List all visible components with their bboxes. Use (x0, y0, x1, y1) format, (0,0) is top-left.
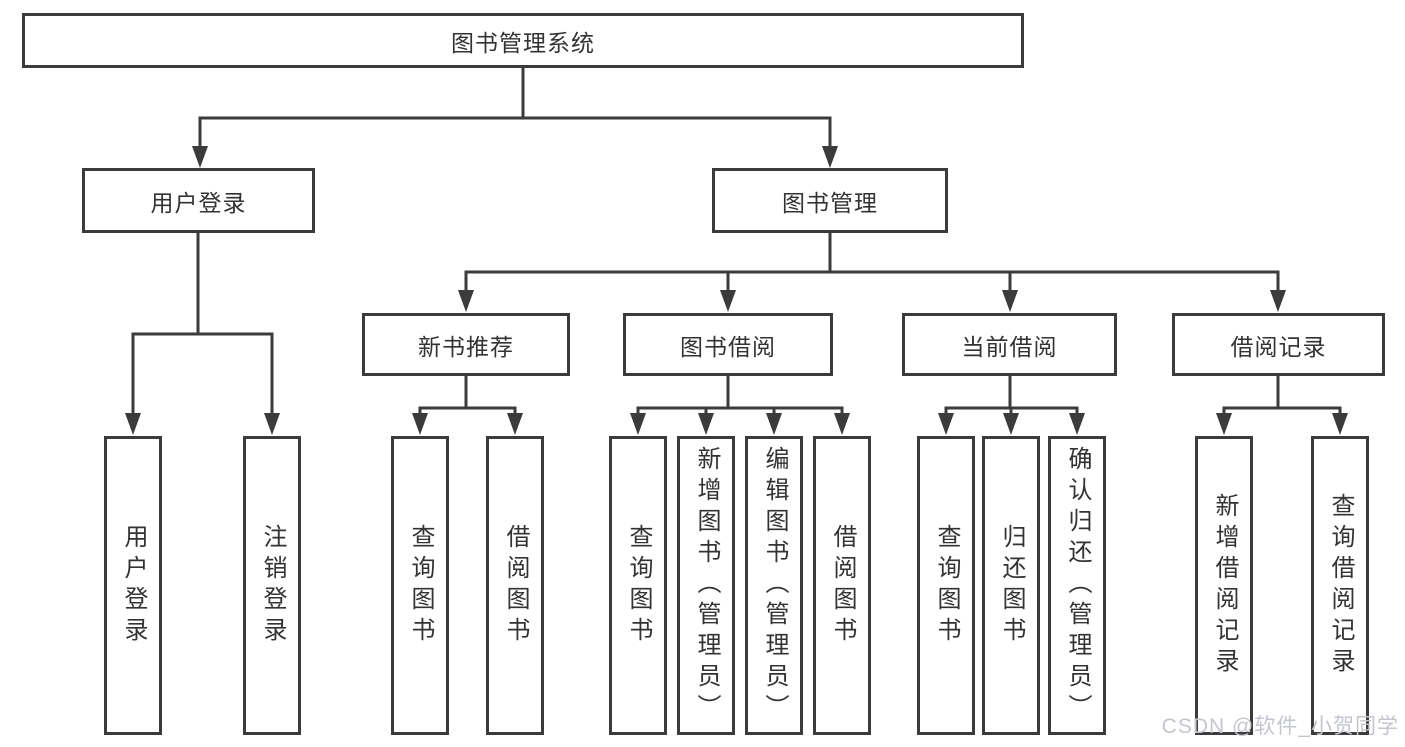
leaf-query-borrow-record: 查询借阅记录 (1311, 436, 1369, 735)
leaf-user-login: 用户登录 (104, 436, 162, 735)
node-book-management: 图书管理 (712, 168, 948, 233)
node-label: 新增图书（管理员） (693, 446, 720, 725)
node-label: 借阅记录 (1230, 333, 1327, 360)
node-label: 确认归还（管理员） (1064, 446, 1091, 725)
node-current-borrowing: 当前借阅 (902, 313, 1117, 376)
node-label: 当前借阅 (961, 333, 1058, 360)
leaf-return-book: 归还图书 (982, 436, 1040, 735)
node-borrowing-records: 借阅记录 (1172, 313, 1385, 376)
leaf-borrow-book: 借阅图书 (813, 436, 871, 735)
node-label: 查询图书 (625, 523, 652, 648)
node-label: 图书借阅 (680, 333, 776, 360)
node-label: 归还图书 (998, 523, 1025, 648)
node-label: 图书管理系统 (451, 29, 595, 56)
node-label: 编辑图书（管理员） (761, 446, 788, 725)
node-new-book-recommend: 新书推荐 (362, 313, 570, 376)
node-label: 查询借阅记录 (1327, 492, 1354, 679)
leaf-logout: 注销登录 (243, 436, 301, 735)
leaf-borrow-book-recommend: 借阅图书 (486, 436, 544, 735)
leaf-query-book-borrow: 查询图书 (609, 436, 667, 735)
leaf-add-book-admin: 新增图书（管理员） (677, 436, 735, 735)
leaf-query-book-recommend: 查询图书 (391, 436, 449, 735)
node-book-borrowing: 图书借阅 (623, 313, 833, 376)
node-label: 新书推荐 (418, 333, 514, 360)
node-label: 新增借阅记录 (1211, 492, 1238, 679)
leaf-query-book-current: 查询图书 (917, 436, 975, 735)
node-label: 注销登录 (259, 523, 286, 648)
leaf-add-borrow-record: 新增借阅记录 (1195, 436, 1253, 735)
node-label: 借阅图书 (829, 523, 856, 648)
node-user-login: 用户登录 (82, 168, 315, 233)
csdn-watermark: CSDN @软件_小贺同学 (1161, 715, 1399, 738)
node-label: 用户登录 (150, 189, 247, 216)
node-label: 查询图书 (407, 523, 434, 648)
node-system-root: 图书管理系统 (22, 13, 1024, 68)
leaf-edit-book-admin: 编辑图书（管理员） (745, 436, 803, 735)
node-label: 图书管理 (782, 189, 878, 216)
node-label: 借阅图书 (502, 523, 529, 648)
node-label: 查询图书 (933, 523, 960, 648)
node-label: 用户登录 (120, 523, 147, 648)
leaf-confirm-return-admin: 确认归还（管理员） (1048, 436, 1106, 735)
